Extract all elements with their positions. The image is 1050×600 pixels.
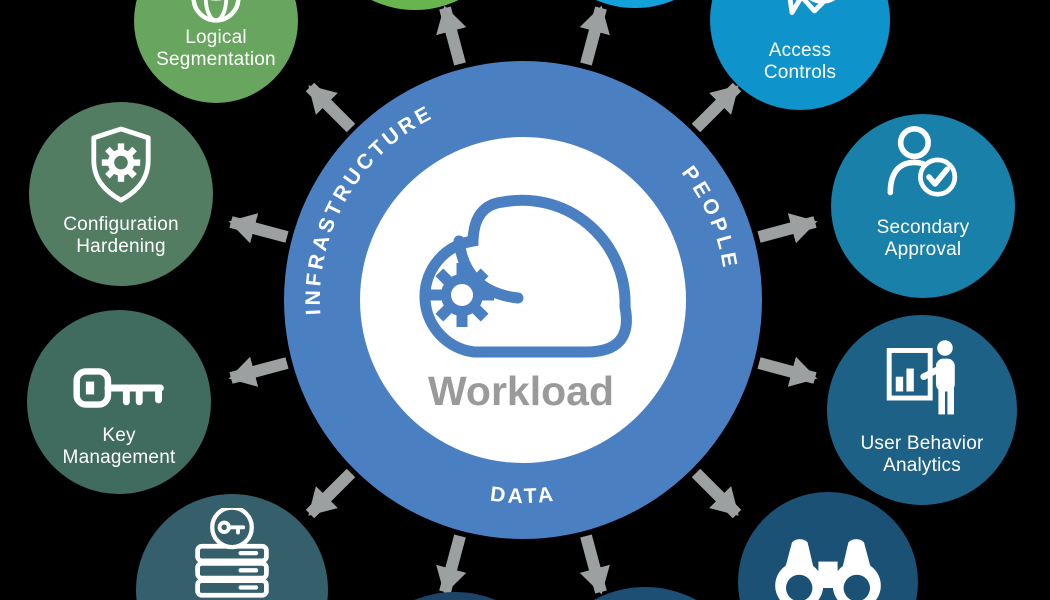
arrow-to-key-management [228,356,289,387]
arrow-to-logical-segmentation [305,82,356,133]
satellite-bottom-partial-navy [347,592,563,600]
arrow-to-configuration-hardening [228,213,289,244]
satellite-label: Secondary Approval [876,217,970,261]
cursor-click-icon [787,0,836,15]
arrow-to-bottom-left-circle [436,534,467,595]
gear-icon [430,263,494,327]
arrow-to-secondary-approval [757,213,818,244]
satellite-label: Configuration Hardening [63,214,179,258]
arrow-to-top-left-circle [436,5,467,66]
arrow-to-encrypted-server [305,468,356,519]
key-icon [73,368,164,408]
server-key-icon [195,508,269,598]
satellite-secondary-approval: Secondary Approval [831,114,1015,298]
binoculars-icon [775,539,881,600]
workload-hub: Workload INFRASTRUCTURE PEOPLE DATA [284,61,762,539]
satellite-top-partial-green [315,0,515,10]
presenter-chart-icon [886,340,955,415]
hub-title: Workload [428,368,614,414]
cloud-gear-icon [419,194,632,358]
shield-gear-icon [91,126,151,203]
satellite-configuration-hardening: Configuration Hardening [29,102,213,286]
arrow-to-access-controls [691,82,742,133]
arrow-to-top-right-circle [579,5,610,66]
arrow-to-monitoring [691,468,742,519]
satellite-label: Logical Segmentation [156,27,276,71]
satellite-top-partial-cyan [535,0,735,8]
person-check-icon [887,126,958,197]
arrow-to-bottom-right-circle [579,534,610,595]
satellite-label: Access Controls [763,40,837,84]
satellite-label: Key Management [62,425,176,469]
satellite-label: User Behavior Analytics [860,433,984,477]
ring-label-data: DATA [489,483,557,509]
arrow-to-user-behavior-analytics [757,356,818,387]
satellite-user-behavior-analytics: User Behavior Analytics [827,315,1017,505]
satellite-key-management: Key Management [27,310,211,494]
globe-network-icon [191,0,241,23]
